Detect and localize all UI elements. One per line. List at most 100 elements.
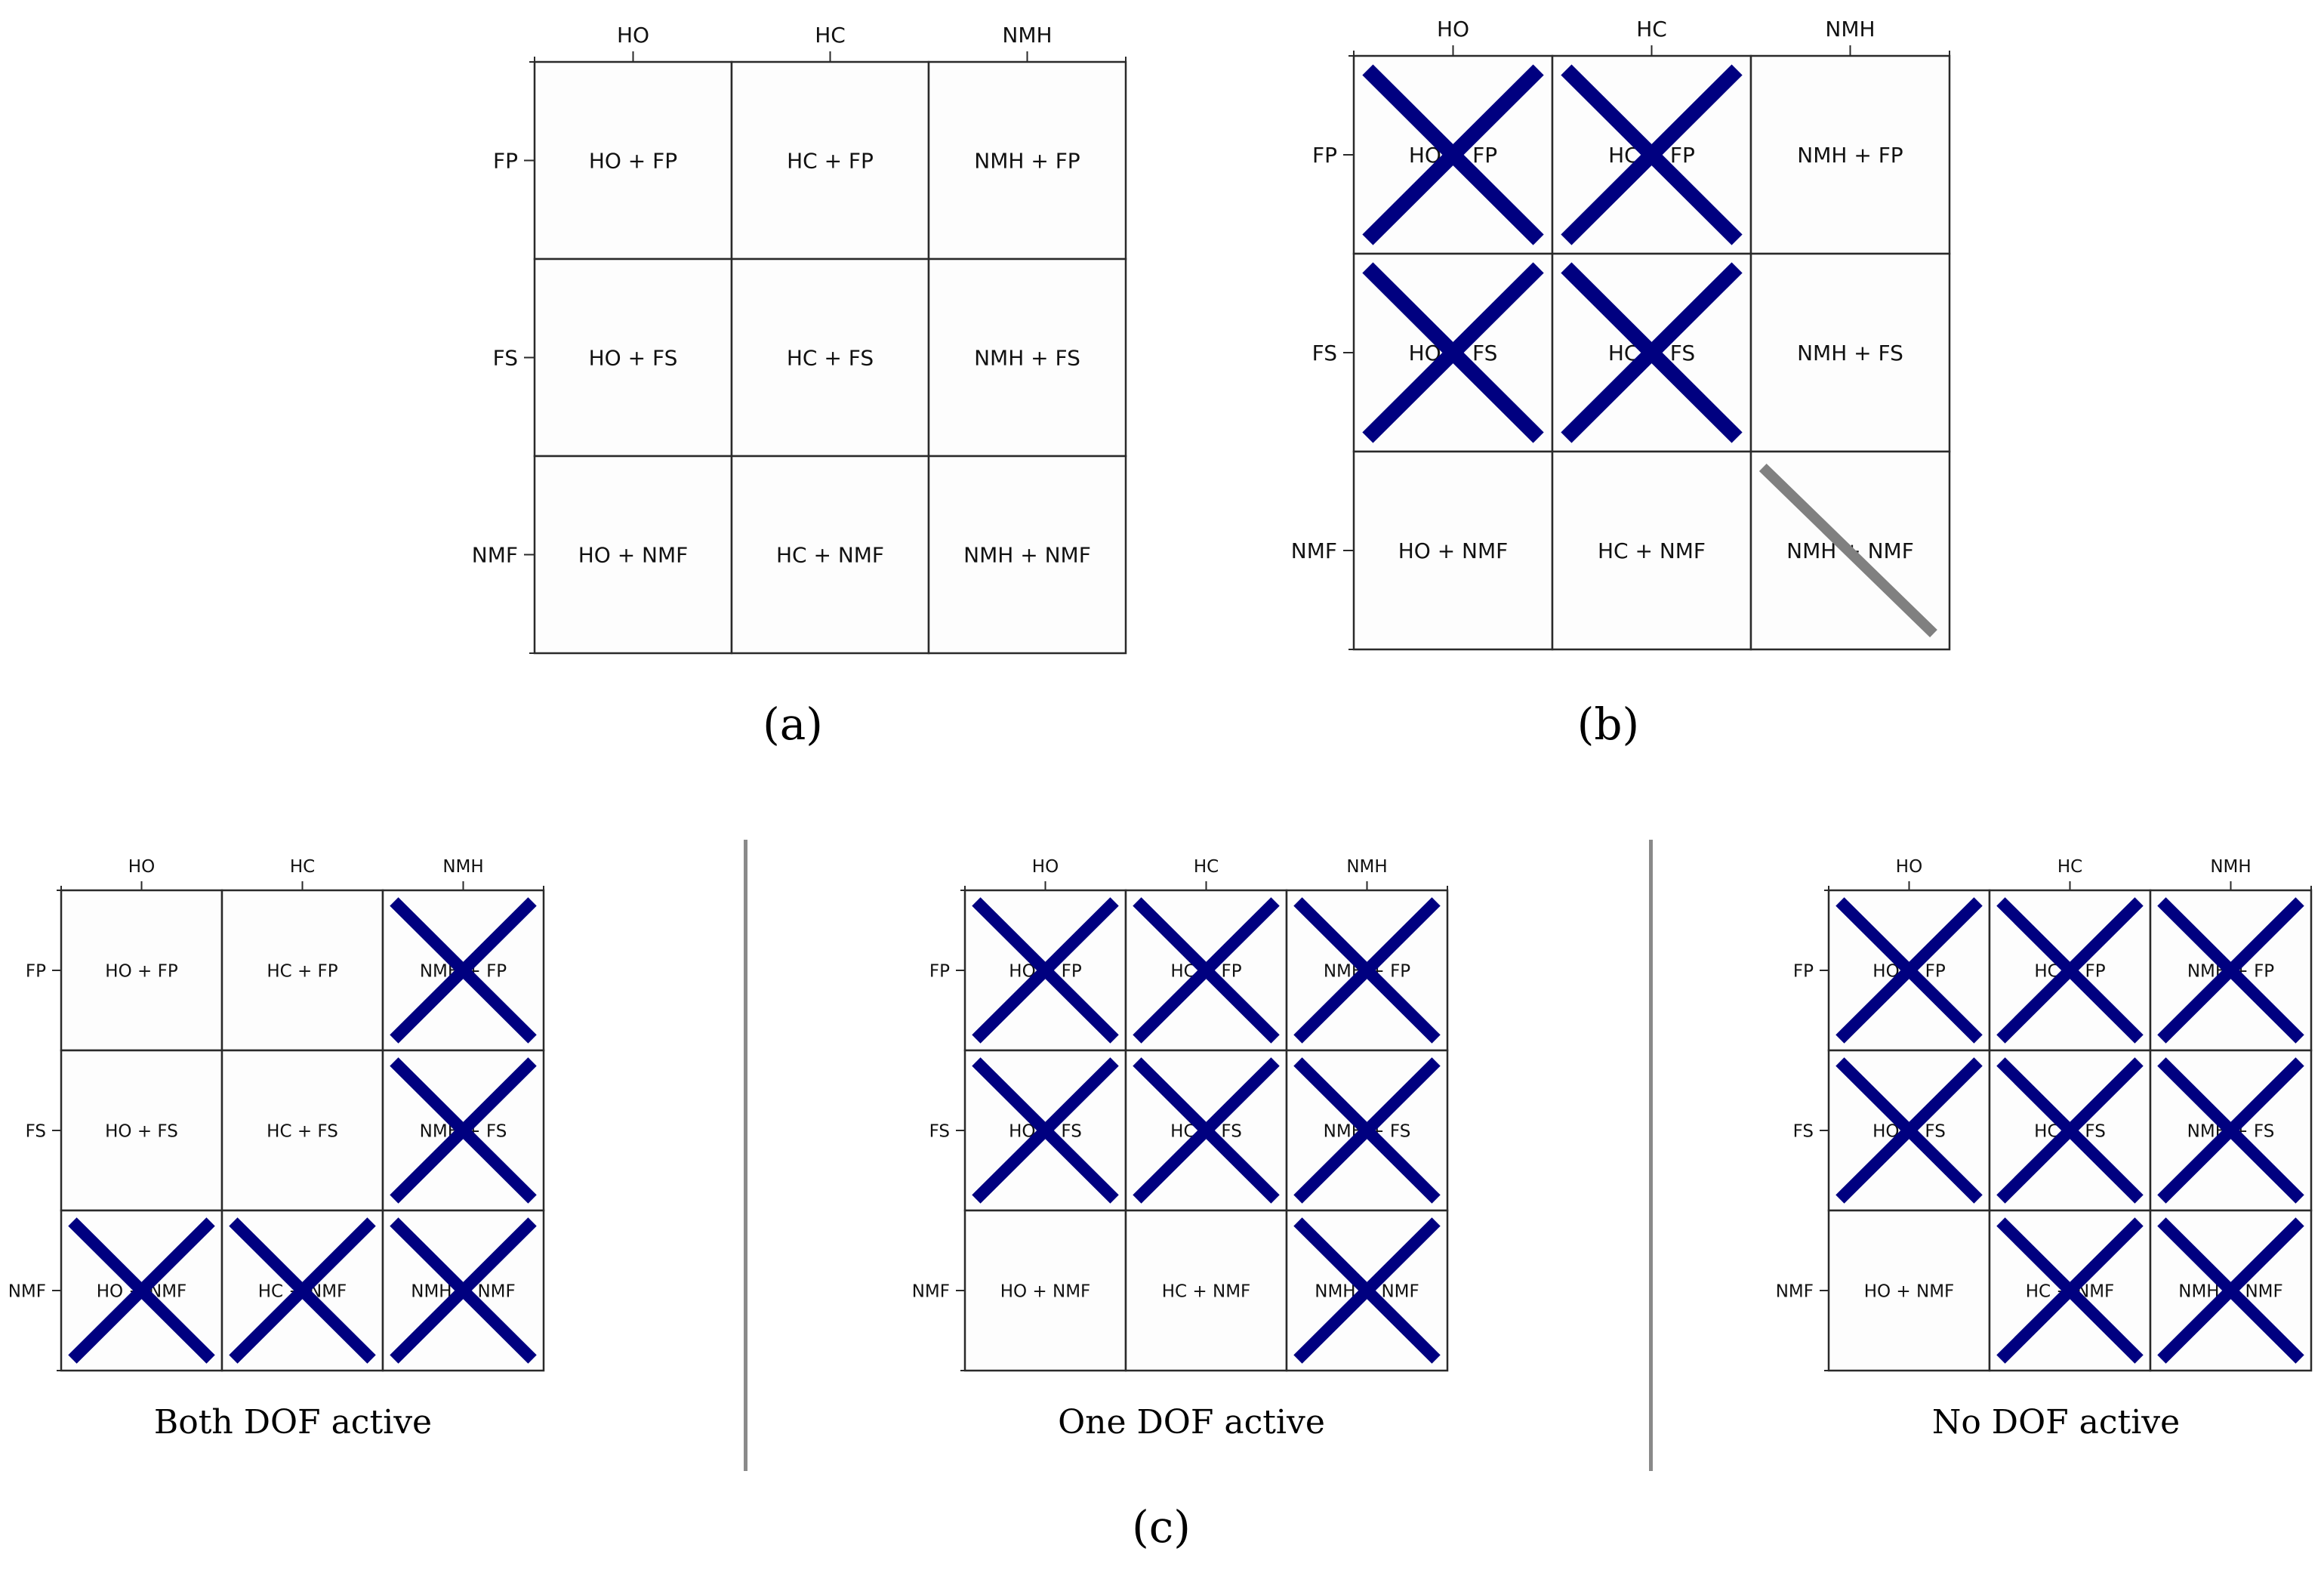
cell xyxy=(533,455,733,655)
cell xyxy=(927,60,1127,261)
cell xyxy=(927,455,1127,655)
column-label: NMH xyxy=(1346,857,1387,877)
cross-mark xyxy=(1835,1057,1983,1204)
cell xyxy=(220,1049,384,1212)
cell xyxy=(927,258,1127,458)
cell-label: HO + FS xyxy=(105,1121,178,1141)
cell xyxy=(60,889,223,1052)
panel-c-label: (c) xyxy=(1132,1501,1191,1553)
cell-label: NMH + FS xyxy=(1797,341,1903,365)
cell xyxy=(1749,54,1951,255)
cell-label: NMH + FS xyxy=(974,346,1080,371)
column-label: HO xyxy=(1032,857,1059,877)
cross-mark xyxy=(1293,897,1441,1044)
cross-mark xyxy=(1133,1057,1280,1204)
row-label: FS xyxy=(493,346,518,371)
cell xyxy=(730,258,930,458)
cross-mark xyxy=(1561,262,1743,443)
cross-mark xyxy=(2157,1217,2304,1364)
cell-label: HC + FP xyxy=(267,961,338,981)
cross-mark xyxy=(972,897,1119,1044)
cross-mark xyxy=(390,1217,537,1364)
cell xyxy=(1551,450,1752,651)
row-label: FP xyxy=(26,961,46,981)
row-label: NMF xyxy=(8,1281,46,1301)
cell-label: HC + NMF xyxy=(1598,538,1706,563)
row-label: FS xyxy=(26,1121,46,1141)
cross-mark xyxy=(229,1217,376,1364)
diagonal-strike xyxy=(1758,463,1937,638)
cell xyxy=(730,455,930,655)
cross-mark xyxy=(1561,64,1743,245)
cross-mark xyxy=(1362,64,1544,245)
separator-right xyxy=(1649,840,1653,1471)
cross-mark xyxy=(390,1057,537,1204)
row-label: FP xyxy=(1312,143,1337,168)
row-label: NMF xyxy=(472,543,518,568)
cell xyxy=(60,1049,223,1212)
cross-mark xyxy=(1996,1217,2144,1364)
panel-c1-caption: Both DOF active xyxy=(153,1403,433,1442)
cross-mark xyxy=(1293,1217,1441,1364)
column-label: HO xyxy=(128,857,155,877)
cell-label: HC + FP xyxy=(787,149,874,174)
column-label: NMH xyxy=(2210,857,2251,877)
cell-label: NMH + FP xyxy=(974,149,1080,174)
column-label: NMH xyxy=(1825,17,1875,42)
cell-label: NMH + FP xyxy=(1797,143,1903,168)
column-label: NMH xyxy=(1002,23,1052,48)
row-label: FS xyxy=(1312,341,1337,365)
cell-label: HC + FS xyxy=(267,1121,338,1141)
cell-label: HO + FS xyxy=(589,346,678,371)
cell-label: HC + FS xyxy=(787,346,874,371)
row-label: FP xyxy=(1793,961,1814,981)
cell xyxy=(963,1209,1127,1372)
column-label: HC xyxy=(2057,857,2082,877)
column-label: NMH xyxy=(442,857,483,877)
cross-mark xyxy=(390,897,537,1044)
row-label: NMF xyxy=(912,1281,950,1301)
cross-mark xyxy=(1996,1057,2144,1204)
cross-mark xyxy=(1133,897,1280,1044)
column-label: HO xyxy=(617,23,649,48)
cell-label: NMH + NMF xyxy=(963,543,1091,568)
cell xyxy=(1124,1209,1288,1372)
cross-mark xyxy=(2157,897,2304,1044)
panel-c3-caption: No DOF active xyxy=(1931,1403,2181,1442)
cell xyxy=(533,258,733,458)
cell-label: HO + FP xyxy=(105,961,178,981)
column-label: HC xyxy=(1636,17,1667,42)
column-label: HC xyxy=(1194,857,1219,877)
row-label: FP xyxy=(493,149,518,174)
row-label: NMF xyxy=(1776,1281,1814,1301)
row-label: FP xyxy=(929,961,950,981)
cell-label: HC + NMF xyxy=(776,543,884,568)
cell-label: HO + NMF xyxy=(1000,1281,1091,1301)
row-label: FS xyxy=(1793,1121,1814,1141)
panel-b-label: (b) xyxy=(1577,699,1640,750)
column-label: HC xyxy=(290,857,315,877)
column-label: HO xyxy=(1896,857,1922,877)
cell-label: HO + NMF xyxy=(578,543,689,568)
column-label: HO xyxy=(1437,17,1469,42)
panel-c2-caption: One DOF active xyxy=(1058,1403,1325,1442)
separator-left xyxy=(744,840,747,1471)
cell-label: HC + NMF xyxy=(1162,1281,1251,1301)
cross-mark xyxy=(68,1217,215,1364)
panel-a-label: (a) xyxy=(763,699,823,750)
cross-mark xyxy=(1293,1057,1441,1204)
cell xyxy=(730,60,930,261)
cross-mark xyxy=(1835,897,1983,1044)
cross-mark xyxy=(1362,262,1544,443)
cell-label: HO + NMF xyxy=(1398,538,1509,563)
column-label: HC xyxy=(815,23,846,48)
cell-label: HO + FP xyxy=(589,149,677,174)
row-label: FS xyxy=(929,1121,950,1141)
cross-mark xyxy=(2157,1057,2304,1204)
cross-mark xyxy=(1996,897,2144,1044)
